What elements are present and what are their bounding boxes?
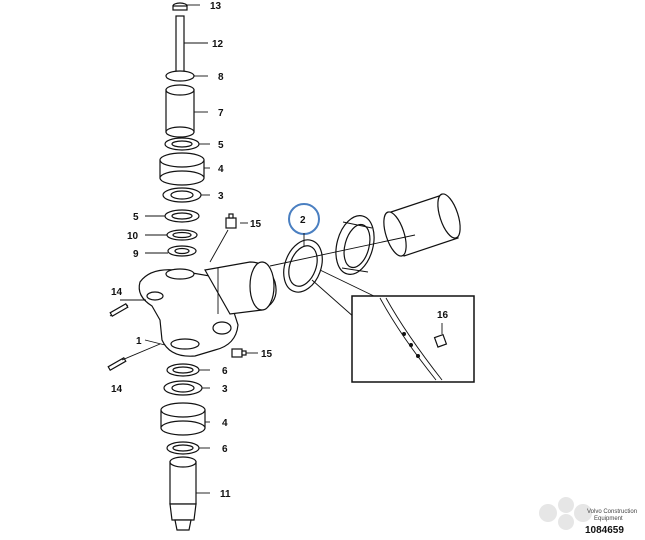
callout-5-second: 5 <box>133 212 139 223</box>
race-3-lower <box>163 380 203 396</box>
callout-13: 13 <box>210 1 222 12</box>
callout-4-top: 4 <box>218 164 224 175</box>
callout-14-top: 14 <box>111 287 123 298</box>
detail-leader-top <box>319 269 379 299</box>
seal-5-top <box>164 137 200 151</box>
seal-5-second <box>164 209 200 223</box>
shim-10 <box>166 229 198 241</box>
bearing-4-top <box>159 152 205 186</box>
callout-9: 9 <box>133 249 139 260</box>
bushing-7 <box>165 84 195 138</box>
callout-15-top: 15 <box>250 219 262 230</box>
seal-6-top <box>166 363 200 377</box>
callout-6-lower: 6 <box>222 444 228 455</box>
lower-pin-11 <box>169 456 197 531</box>
callout-10: 10 <box>127 231 139 242</box>
seal-6-lower <box>166 441 200 455</box>
volvo-logo-watermark <box>539 497 592 530</box>
callout-3-lower: 3 <box>222 384 228 395</box>
washer-8 <box>165 70 195 82</box>
watermark-line-2: Equipment <box>594 516 623 522</box>
spindle-bearing <box>335 215 375 275</box>
detail-inset-box <box>351 295 475 383</box>
callout-15-bottom: 15 <box>261 349 273 360</box>
callout-5-top: 5 <box>218 140 224 151</box>
callout-11: 11 <box>220 489 231 500</box>
callout-16: 16 <box>437 310 449 321</box>
detail-leader-bottom <box>311 279 356 319</box>
sleeve-bushing <box>383 193 461 257</box>
document-number: 1084659 <box>585 525 624 536</box>
pin-14-top <box>109 299 146 318</box>
spacer-9 <box>167 245 197 257</box>
bearing-4-lower <box>160 402 206 436</box>
kingpin-shaft <box>172 2 188 75</box>
callout-8: 8 <box>218 72 224 83</box>
callout-7: 7 <box>218 108 224 119</box>
grease-nipple-bottom <box>231 348 247 358</box>
callout-leaders <box>144 4 305 494</box>
race-3-top <box>162 187 202 203</box>
callout-4-lower: 4 <box>222 418 228 429</box>
callout-1: 1 <box>136 336 142 347</box>
watermark-line-1: Volvo Construction <box>587 509 637 515</box>
pin-14-bottom <box>107 343 161 372</box>
callout-14-bottom: 14 <box>111 384 123 395</box>
assembly-axis-line <box>269 234 416 267</box>
grease-nipple-top <box>209 213 237 263</box>
callout-3-top: 3 <box>218 191 224 202</box>
callout-6-top: 6 <box>222 366 228 377</box>
seal-ring-2 <box>283 239 323 293</box>
callout-2: 2 <box>300 215 306 226</box>
steering-knuckle <box>138 261 277 357</box>
callout-12: 12 <box>212 39 224 50</box>
